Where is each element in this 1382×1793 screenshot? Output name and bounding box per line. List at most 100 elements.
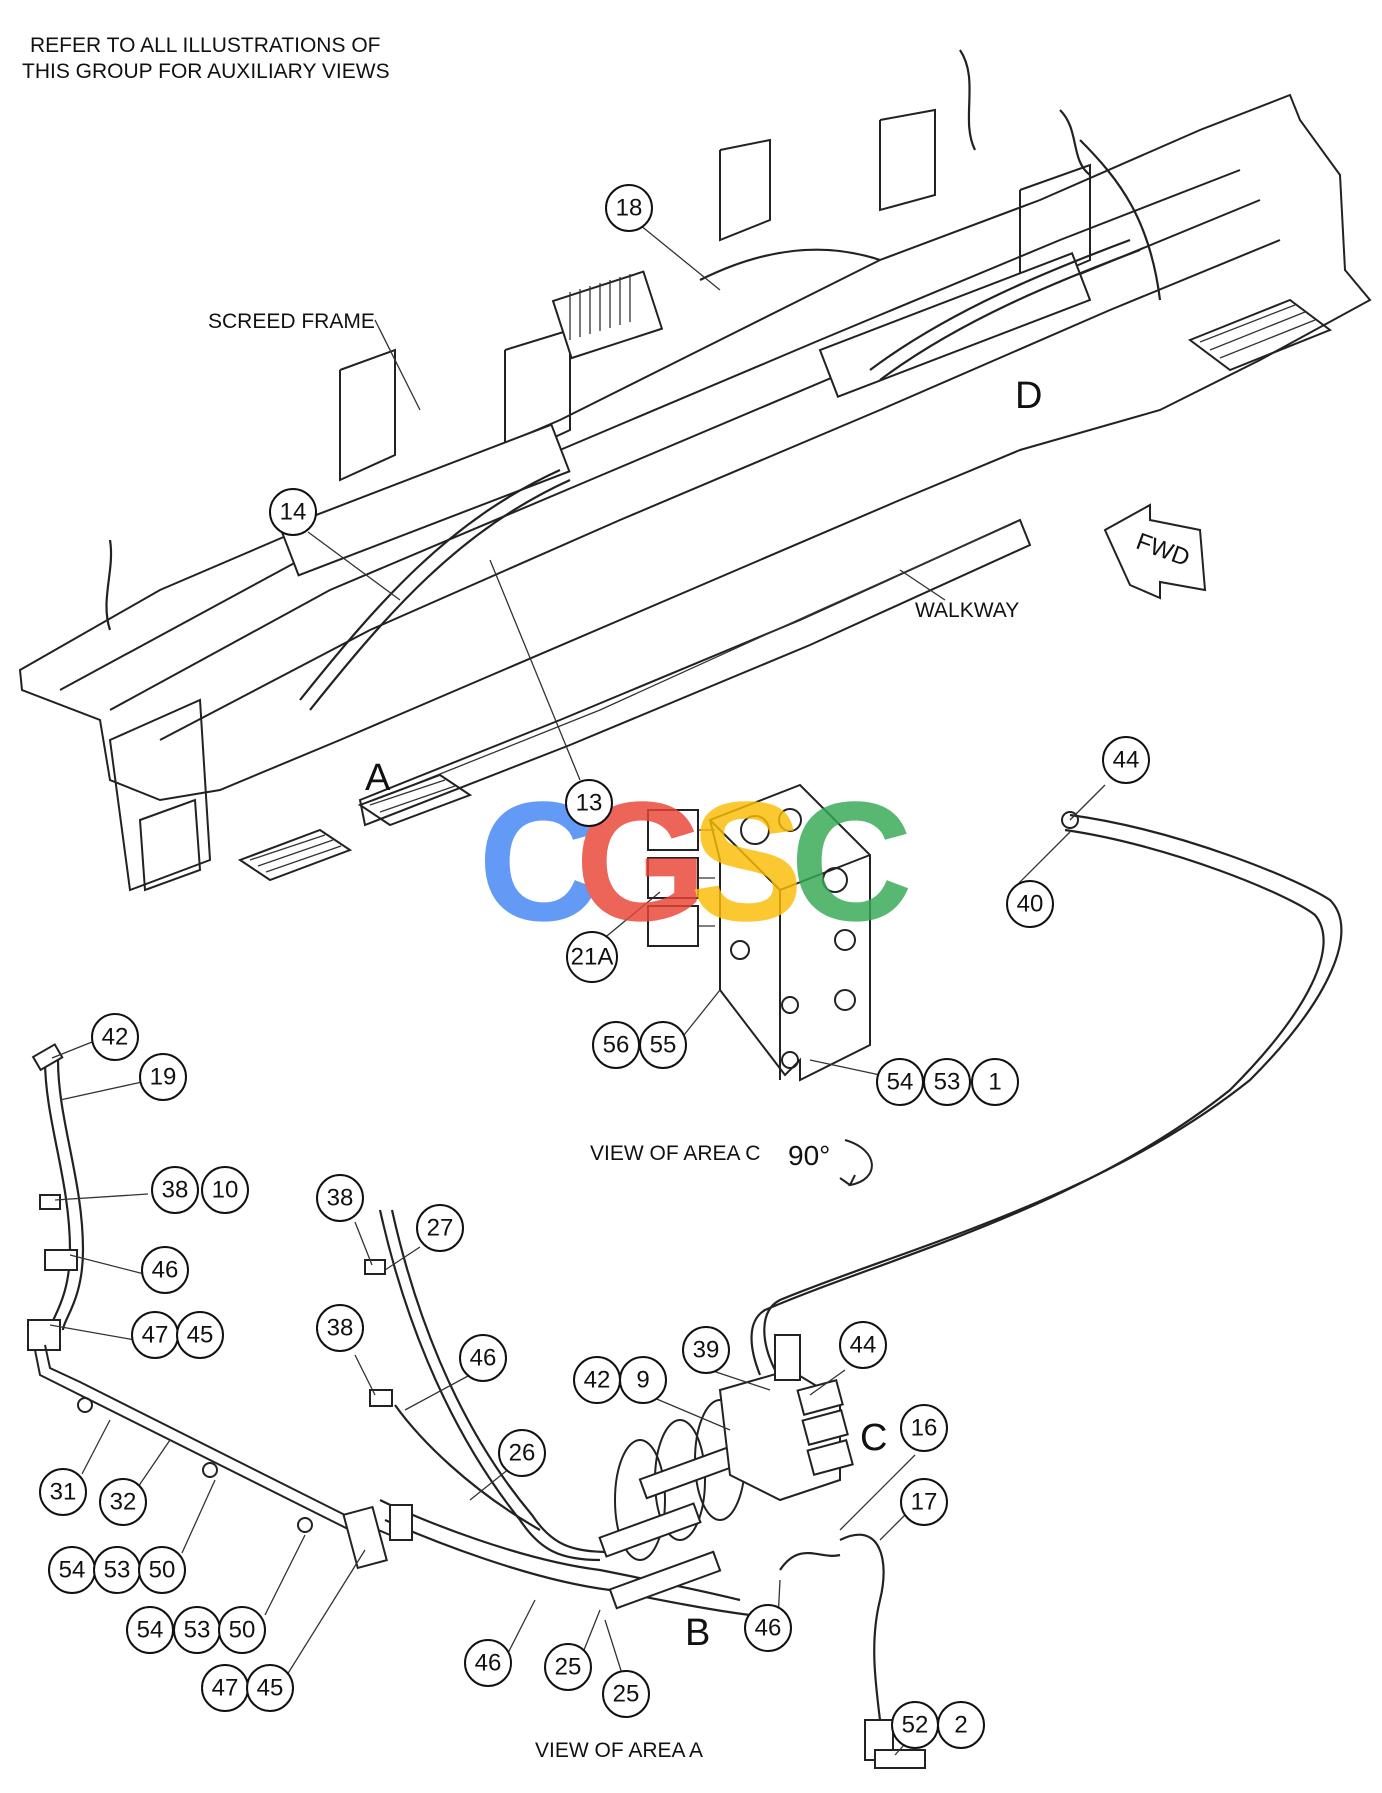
callout-39: 39	[682, 1326, 730, 1374]
callout-number: 31	[50, 1479, 77, 1506]
callout-38: 38	[151, 1166, 199, 1214]
callout-46: 46	[744, 1604, 792, 1652]
callout-number: 54	[59, 1557, 86, 1584]
callout-number: 56	[603, 1032, 630, 1059]
callout-number: 40	[1017, 891, 1044, 918]
callout-number: 45	[257, 1675, 284, 1702]
callout-number: 26	[509, 1440, 536, 1467]
callout-25: 25	[602, 1670, 650, 1718]
callout-54: 54	[876, 1058, 924, 1106]
callout-44: 44	[839, 1321, 887, 1369]
area-letter-a: A	[365, 757, 391, 799]
callout-27: 27	[416, 1204, 464, 1252]
callout-number: 50	[149, 1557, 176, 1584]
rotate-arrow-icon	[839, 1139, 873, 1187]
callout-number: 47	[142, 1322, 169, 1349]
callout-54: 54	[48, 1546, 96, 1594]
callout-32: 32	[99, 1478, 147, 1526]
callout-21A: 21A	[566, 931, 618, 983]
callout-number: 21A	[571, 944, 614, 971]
callout-47: 47	[131, 1311, 179, 1359]
callout-number: 25	[613, 1681, 640, 1708]
callout-number: 46	[755, 1615, 782, 1642]
callout-number: 38	[162, 1177, 189, 1204]
callout-38: 38	[316, 1174, 364, 1222]
callout-number: 42	[102, 1024, 129, 1051]
callout-number: 54	[137, 1617, 164, 1644]
callout-47: 47	[201, 1664, 249, 1712]
callout-number: 47	[212, 1675, 239, 1702]
callout-13: 13	[565, 779, 613, 827]
svg-text:C: C	[790, 767, 913, 957]
callout-number: 25	[555, 1654, 582, 1681]
callout-1: 1	[971, 1058, 1019, 1106]
callout-53: 53	[173, 1606, 221, 1654]
callout-number: 45	[187, 1322, 214, 1349]
walkway-label: WALKWAY	[915, 599, 1019, 622]
callout-number: 50	[229, 1617, 256, 1644]
callout-14: 14	[269, 488, 317, 536]
callout-number: 42	[584, 1367, 611, 1394]
callout-19: 19	[139, 1053, 187, 1101]
callout-number: 54	[887, 1069, 914, 1096]
valve-block-c	[718, 1334, 854, 1502]
callout-number: 55	[650, 1032, 677, 1059]
screed-frame-label: SCREED FRAME	[208, 310, 375, 333]
callout-bubbles: 18 14 13 44 40 21A 56 55 54 53 1 42 19 38 10 46 47 45 38 27…	[39, 184, 1150, 1749]
main-leaders	[307, 224, 946, 781]
callout-number: 27	[427, 1215, 454, 1242]
callout-number: 52	[902, 1712, 929, 1739]
callout-46: 46	[141, 1246, 189, 1294]
callout-45: 45	[246, 1664, 294, 1712]
step-grate-left	[237, 828, 353, 882]
view-area-c-label: VIEW OF AREA C	[590, 1142, 760, 1165]
callout-55: 55	[639, 1021, 687, 1069]
callout-2: 2	[937, 1701, 985, 1749]
callout-53: 53	[93, 1546, 141, 1594]
callout-42: 42	[91, 1013, 139, 1061]
step-grate-mid	[357, 773, 473, 827]
screed-frame-assembly	[18, 49, 1372, 892]
callout-26: 26	[498, 1429, 546, 1477]
callout-number: 53	[184, 1617, 211, 1644]
callout-54: 54	[126, 1606, 174, 1654]
callout-10: 10	[201, 1166, 249, 1214]
note-line-2: THIS GROUP FOR AUXILIARY VIEWS	[22, 60, 390, 83]
callout-56: 56	[592, 1021, 640, 1069]
rotation-label: 90°	[788, 1140, 830, 1171]
callout-number: 46	[152, 1257, 179, 1284]
callout-number: 17	[911, 1489, 938, 1516]
callout-16: 16	[900, 1404, 948, 1452]
area-a-assembly	[27, 811, 1343, 1769]
area-c-leaders	[601, 891, 881, 1076]
callout-number: 19	[150, 1064, 177, 1091]
callout-number: 44	[1113, 747, 1140, 774]
callout-50: 50	[218, 1606, 266, 1654]
callout-18: 18	[605, 184, 653, 232]
fwd-arrow-icon: FWD	[1103, 503, 1207, 600]
callout-number: 1	[988, 1069, 1001, 1096]
callout-number: 38	[327, 1315, 354, 1342]
callout-40: 40	[1006, 880, 1054, 928]
svg-text:S: S	[690, 767, 803, 957]
callout-53: 53	[923, 1058, 971, 1106]
callout-46: 46	[464, 1639, 512, 1687]
callout-number: 16	[911, 1415, 938, 1442]
area-letter-b: B	[685, 1612, 710, 1654]
callout-44: 44	[1102, 736, 1150, 784]
callout-number: 9	[636, 1367, 649, 1394]
callout-9: 9	[619, 1356, 667, 1404]
callout-number: 10	[212, 1177, 239, 1204]
callout-number: 44	[850, 1332, 877, 1359]
callout-46: 46	[459, 1334, 507, 1382]
callout-number: 39	[693, 1337, 720, 1364]
callout-number: 46	[470, 1345, 497, 1372]
view-area-a-label: VIEW OF AREA A	[535, 1739, 703, 1762]
callout-31: 31	[39, 1468, 87, 1516]
callout-number: 53	[104, 1557, 131, 1584]
callout-50: 50	[138, 1546, 186, 1594]
callout-number: 46	[475, 1650, 502, 1677]
area-letter-c: C	[860, 1417, 887, 1459]
callout-number: 32	[110, 1489, 137, 1516]
